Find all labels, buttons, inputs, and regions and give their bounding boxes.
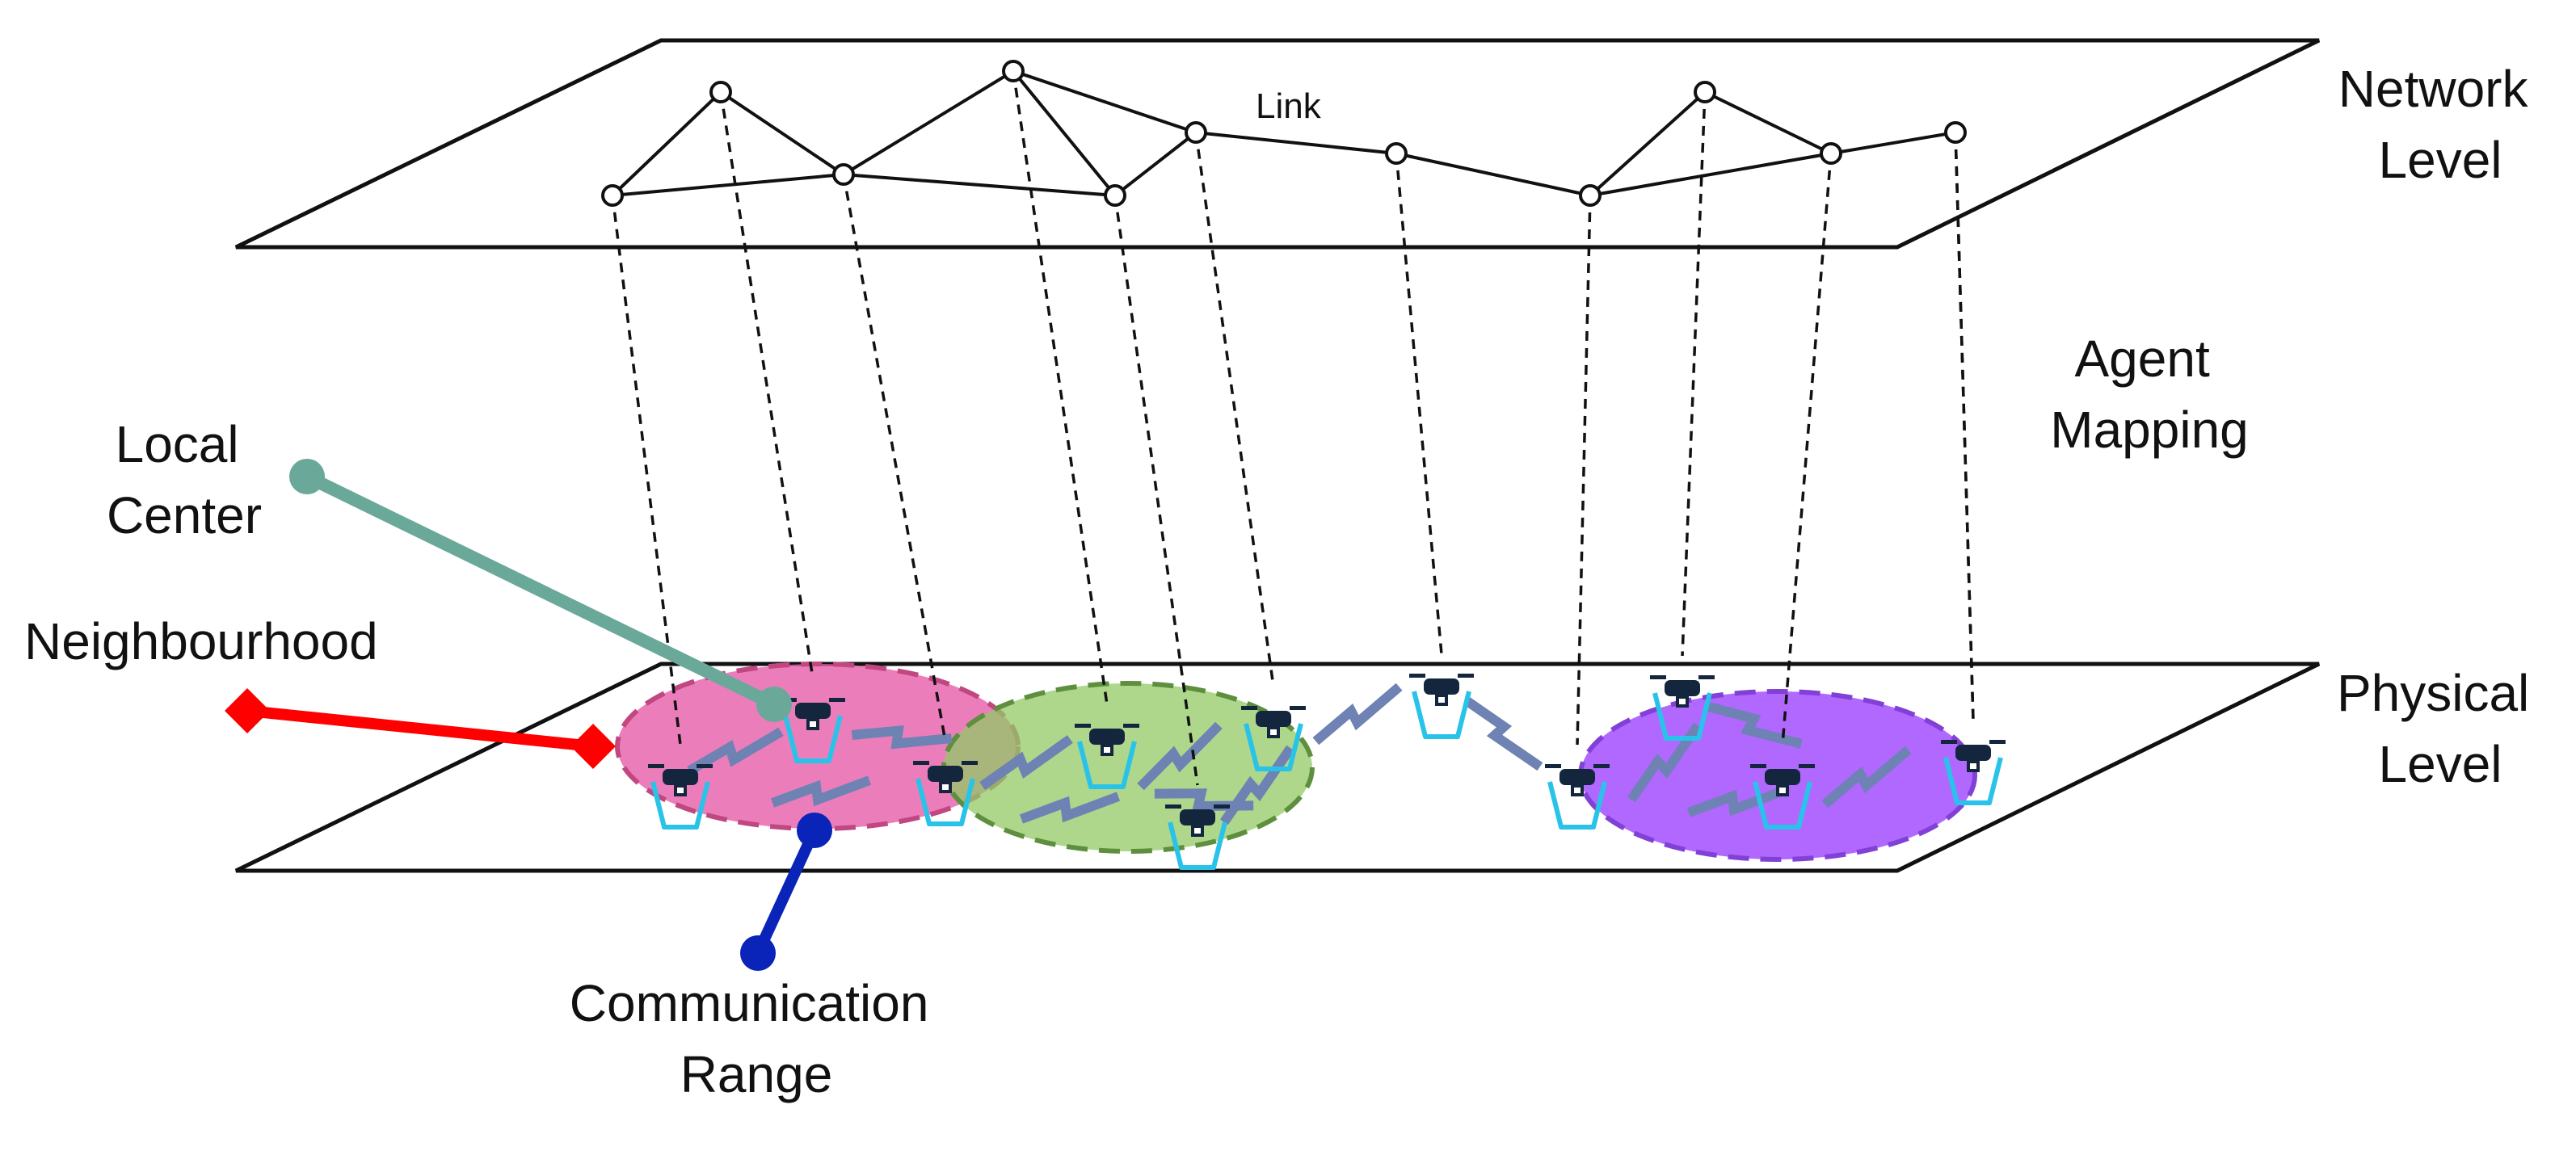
network-link-10 bbox=[1589, 90, 1707, 197]
network-link-3 bbox=[842, 69, 1015, 176]
physical-level-label: Physical Level bbox=[2337, 664, 2544, 793]
physical-level-label-line2: Level bbox=[2379, 735, 2502, 793]
network-link-12 bbox=[1704, 90, 1832, 155]
network-level-label: Network Level bbox=[2338, 60, 2543, 189]
network-link-9 bbox=[1395, 152, 1591, 197]
agent-mapping-line-5 bbox=[1194, 132, 1275, 687]
neighbourhood-pointer-start bbox=[225, 688, 270, 733]
communication-range-pointer-end bbox=[740, 935, 776, 971]
network-level-plane bbox=[234, 38, 2321, 250]
network-link-0 bbox=[611, 90, 722, 197]
wireless-link-2 bbox=[770, 775, 872, 808]
communication-range-pointer-start bbox=[797, 813, 832, 848]
wireless-link-8 bbox=[1463, 695, 1543, 771]
wireless-link-3 bbox=[979, 735, 1073, 790]
network-link-2 bbox=[612, 173, 844, 197]
network-node-3 bbox=[1002, 60, 1025, 82]
agent-mapping-line-9 bbox=[1781, 153, 1833, 746]
agent-mapping-line-8 bbox=[1681, 91, 1707, 657]
network-level-label-line2: Level bbox=[2379, 131, 2502, 189]
wireless-link-11 bbox=[1707, 702, 1803, 749]
network-node-0 bbox=[601, 184, 624, 207]
network-link-4 bbox=[1012, 69, 1117, 197]
network-link-1 bbox=[719, 90, 845, 176]
neighbourhood-label: Neighbourhood bbox=[24, 612, 378, 670]
local-center-pointer-end bbox=[756, 687, 792, 722]
local-center-pointer-start bbox=[289, 459, 325, 494]
network-link-13 bbox=[1830, 131, 1956, 155]
wireless-link-5 bbox=[1137, 721, 1223, 791]
communication-range-label: Communication Range bbox=[570, 974, 943, 1103]
agent-mapping-line-1 bbox=[719, 91, 814, 679]
network-link-6 bbox=[1113, 131, 1198, 197]
wireless-link-4 bbox=[1019, 792, 1121, 824]
network-level-label-line1: Network bbox=[2338, 60, 2529, 118]
network-link-7 bbox=[1012, 69, 1197, 134]
network-link-5 bbox=[843, 173, 1116, 197]
network-node-8 bbox=[1694, 81, 1716, 103]
wireless-link-12 bbox=[1821, 746, 1912, 809]
communication-range-label-line2: Range bbox=[680, 1045, 833, 1103]
network-node-1 bbox=[709, 81, 732, 103]
communication-range-pointer bbox=[752, 828, 820, 956]
agent-mapping-line-4 bbox=[1113, 195, 1199, 786]
agent-mapping-label-line1: Agent bbox=[2074, 330, 2209, 388]
agent-mapping-label-line2: Mapping bbox=[2050, 401, 2249, 459]
network-link-11 bbox=[1589, 152, 1832, 197]
local-center-pointer bbox=[304, 470, 777, 711]
communication-range-label-line1: Communication bbox=[570, 974, 929, 1032]
agent-mapping-line-3 bbox=[1012, 70, 1109, 705]
wireless-link-7 bbox=[1312, 683, 1403, 746]
neighbourhood-pointer bbox=[246, 705, 594, 752]
network-node-7 bbox=[1579, 184, 1602, 207]
network-node-9 bbox=[1820, 142, 1842, 165]
agent-mapping-line-11 bbox=[1954, 132, 1975, 721]
network-node-6 bbox=[1385, 142, 1408, 165]
network-node-5 bbox=[1185, 121, 1207, 144]
local-center-label-line2: Center bbox=[107, 486, 262, 544]
local-center-label: Local Center bbox=[107, 415, 262, 544]
wireless-link-1 bbox=[851, 725, 953, 750]
network-node-10 bbox=[1944, 121, 1967, 144]
agent-mapping-line-7 bbox=[1576, 195, 1592, 746]
network-link-8 bbox=[1195, 131, 1397, 155]
neighbourhood-pointer-end bbox=[570, 724, 616, 769]
network-node-2 bbox=[832, 163, 855, 186]
agent-mapping-label: Agent Mapping bbox=[2050, 330, 2249, 459]
link-label: Link bbox=[1256, 86, 1322, 126]
physical-level-label-line1: Physical bbox=[2337, 664, 2529, 722]
agent-mapping-line-2 bbox=[842, 174, 947, 742]
local-center-label-line1: Local bbox=[116, 415, 239, 473]
wireless-link-9 bbox=[1627, 722, 1703, 803]
network-node-4 bbox=[1104, 184, 1126, 207]
wireless-link-0 bbox=[687, 727, 784, 775]
